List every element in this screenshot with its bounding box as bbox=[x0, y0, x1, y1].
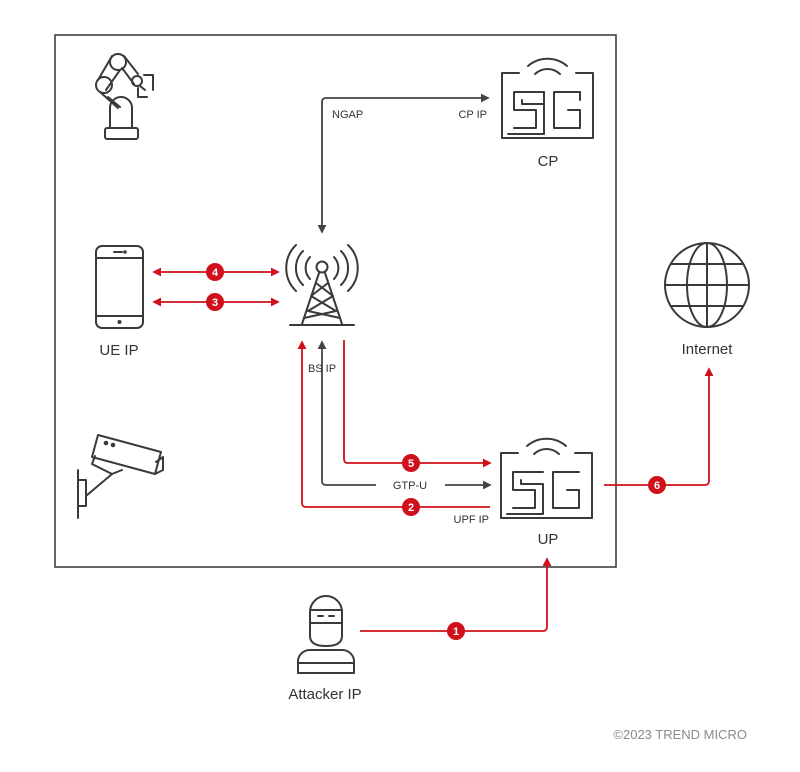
step-badge-6: 6 bbox=[648, 476, 666, 494]
bs-ip-label: BS IP bbox=[308, 363, 336, 375]
robot-arm-icon bbox=[95, 53, 154, 140]
svg-text:4: 4 bbox=[212, 267, 219, 279]
ngap-link bbox=[317, 93, 490, 234]
svg-text:3: 3 bbox=[212, 297, 218, 309]
network-boundary bbox=[54, 34, 617, 568]
step-1-link bbox=[360, 557, 552, 632]
step-badge-5: 5 bbox=[402, 454, 420, 472]
attacker-label: Attacker IP bbox=[288, 686, 361, 703]
attacker-icon bbox=[297, 595, 355, 674]
step-2-link bbox=[297, 340, 490, 508]
cp-label: CP bbox=[538, 153, 559, 170]
5g-core-icon bbox=[500, 437, 593, 519]
svg-text:1: 1 bbox=[453, 626, 459, 638]
smartphone-icon bbox=[95, 245, 144, 329]
5g-core-icon bbox=[501, 57, 594, 139]
step-5-link bbox=[343, 340, 492, 468]
security-camera-icon bbox=[77, 434, 164, 519]
step-badge-3: 3 bbox=[206, 293, 224, 311]
upf-ip-label: UPF IP bbox=[454, 514, 489, 526]
step-badge-1: 1 bbox=[447, 622, 465, 640]
svg-text:2: 2 bbox=[408, 502, 414, 514]
cp-ip-label: CP IP bbox=[458, 109, 487, 121]
cell-tower-icon bbox=[285, 244, 359, 326]
ngap-label: NGAP bbox=[332, 109, 363, 121]
step-6-link bbox=[604, 367, 714, 486]
up-label: UP bbox=[538, 531, 559, 548]
gtp-u-link bbox=[317, 340, 376, 486]
globe-icon bbox=[664, 242, 750, 328]
copyright-text: ©2023 TREND MICRO bbox=[613, 727, 747, 742]
step-badge-2: 2 bbox=[402, 498, 420, 516]
gtp-u-label: GTP-U bbox=[393, 480, 427, 492]
svg-text:5: 5 bbox=[408, 458, 414, 470]
internet-label: Internet bbox=[682, 341, 734, 358]
ue-label: UE IP bbox=[99, 342, 138, 359]
svg-text:6: 6 bbox=[654, 480, 660, 492]
step-badge-4: 4 bbox=[206, 263, 224, 281]
